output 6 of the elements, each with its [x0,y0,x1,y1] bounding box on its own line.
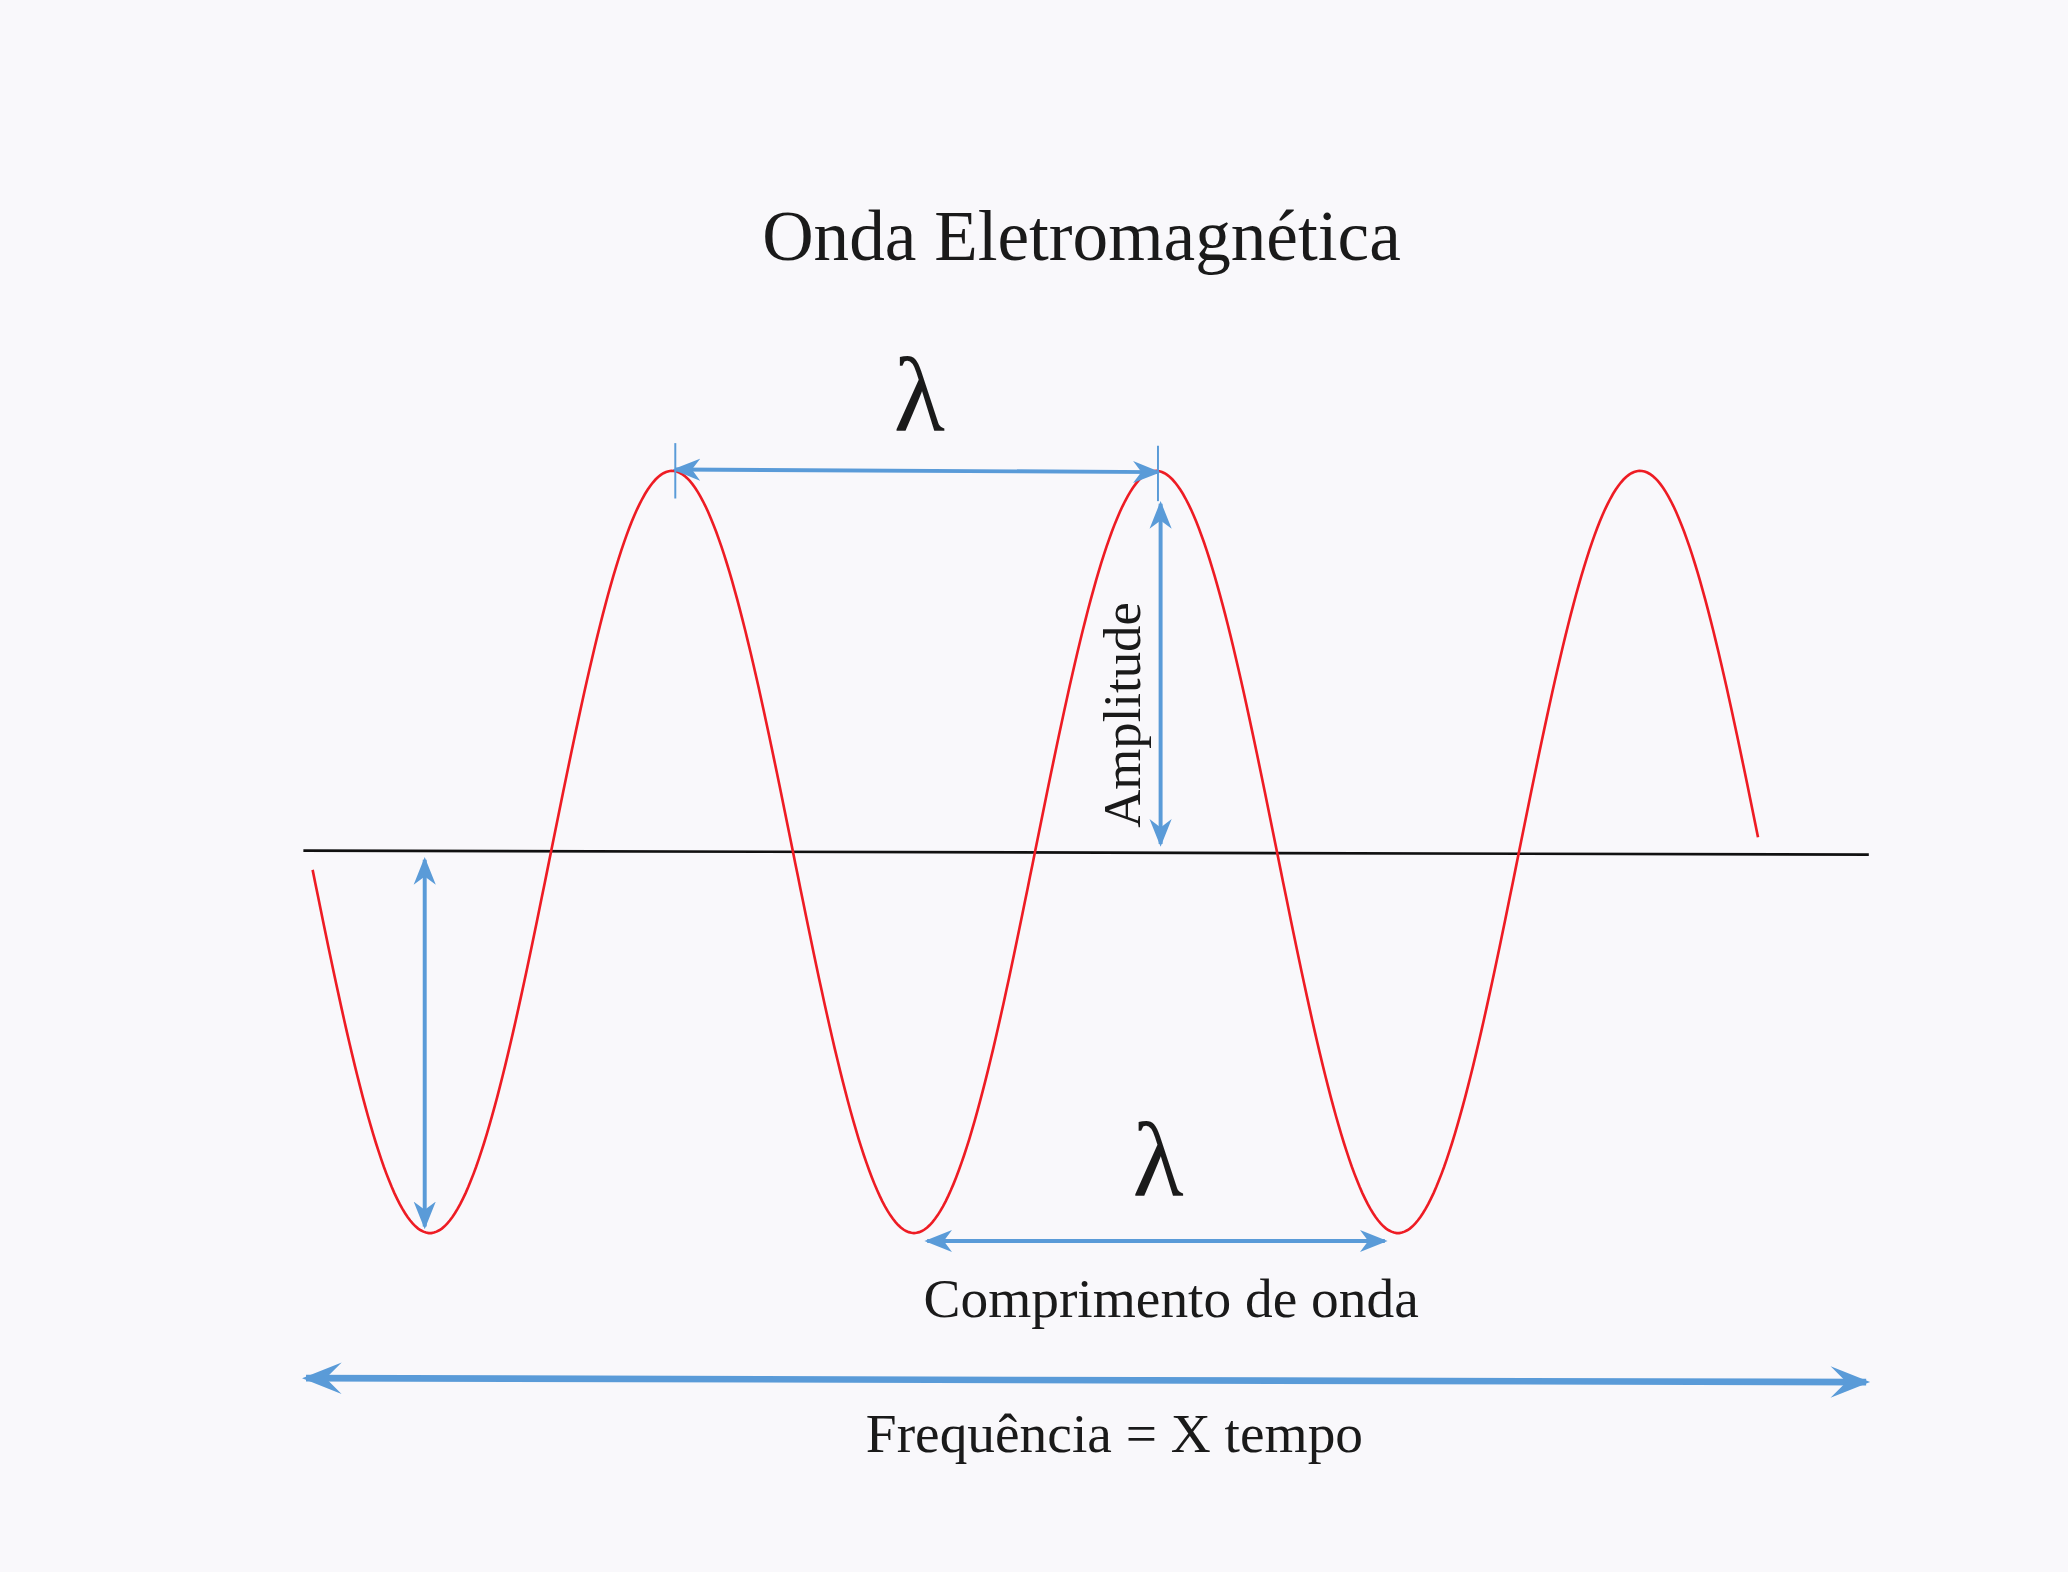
wavelength-symbol: λ [1132,1107,1184,1214]
wavelength-symbol: λ [893,342,945,449]
diagram-title: Onda Eletromagnética [762,201,1401,273]
dimension-label: Frequência = X tempo [865,1405,1363,1462]
dimension-label: Amplitude [1096,602,1149,828]
dimension-label: Comprimento de onda [923,1271,1419,1327]
